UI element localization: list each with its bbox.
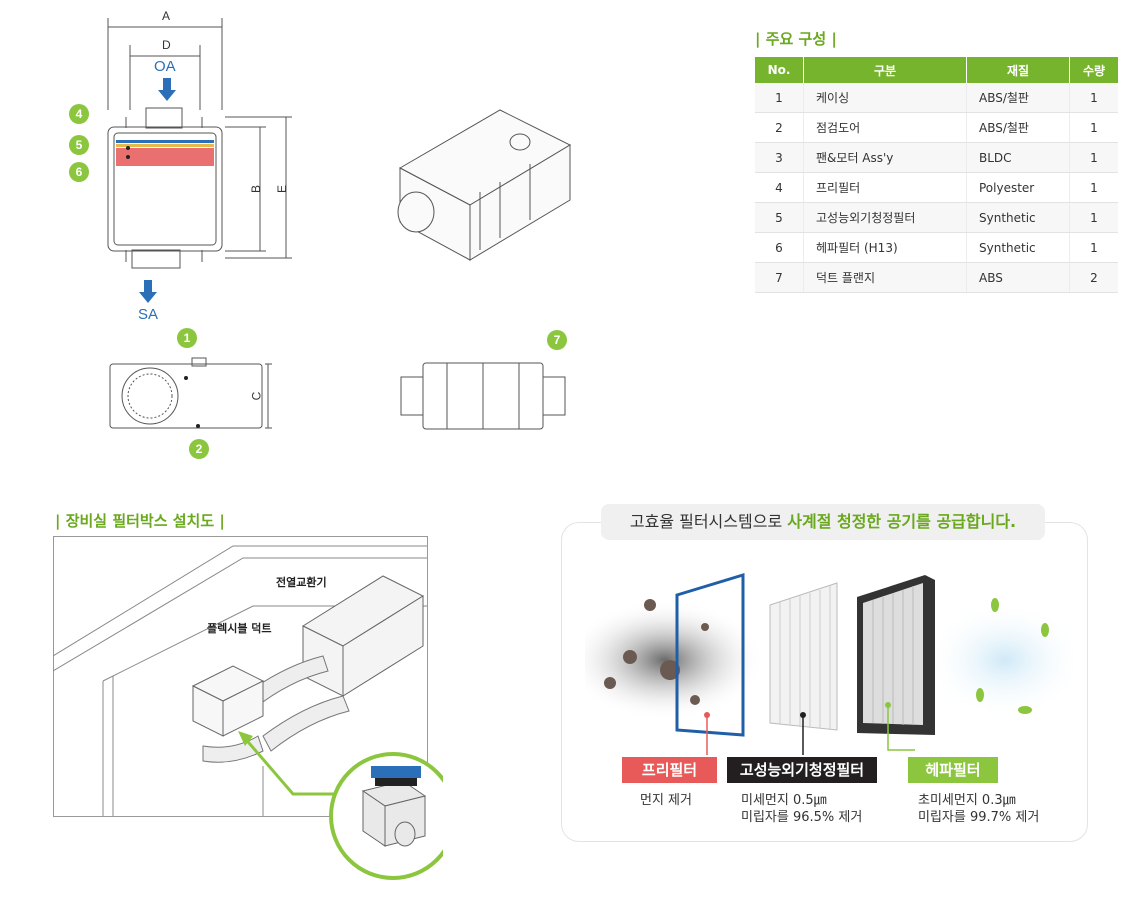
- filter-illustration: [585, 572, 1075, 755]
- cell-name: 헤파필터 (H13): [803, 232, 967, 263]
- cell-material: ABS/철판: [966, 112, 1070, 143]
- cell-qty: 1: [1069, 172, 1118, 203]
- cell-material: ABS: [966, 262, 1070, 293]
- hepa-filter-desc: 초미세먼지 0.3㎛ 미립자를 99.7% 제거: [918, 792, 1039, 826]
- cell-qty: 1: [1069, 142, 1118, 173]
- cell-qty: 1: [1069, 83, 1118, 113]
- cell-name: 고성능외기청정필터: [803, 202, 967, 233]
- cell-material: Synthetic: [966, 202, 1070, 233]
- callout-4: 4: [69, 104, 89, 124]
- install-section-title: | 장비실 필터박스 설치도 |: [55, 512, 225, 530]
- flexible-duct-label: 플렉시블 덕트: [207, 622, 272, 635]
- prefilter-desc-line1: 먼지 제거: [640, 793, 692, 808]
- front-view-drawing: [107, 18, 292, 303]
- header-material: 재질: [966, 57, 1070, 83]
- installation-diagram: [53, 536, 443, 880]
- callout-1: 1: [177, 328, 197, 348]
- cell-name: 덕트 플랜지: [803, 262, 967, 293]
- header-category: 구분: [803, 57, 967, 83]
- dimension-e-label: E: [275, 184, 290, 194]
- side-view-drawing: [400, 362, 566, 430]
- cell-no: 3: [755, 142, 804, 173]
- cell-no: 1: [755, 83, 804, 113]
- cell-material: BLDC: [966, 142, 1070, 173]
- dimension-c-label: C: [249, 391, 264, 401]
- cell-no: 6: [755, 232, 804, 263]
- erv-label: 전열교환기: [276, 576, 327, 589]
- callout-6: 6: [69, 162, 89, 182]
- cell-no: 4: [755, 172, 804, 203]
- outlet-sa-label: SA: [138, 306, 159, 323]
- callout-7: 7: [547, 330, 567, 350]
- dimension-d-label: D: [162, 38, 171, 52]
- callout-2: 2: [189, 439, 209, 459]
- header-no: No.: [755, 57, 804, 83]
- cell-no: 7: [755, 262, 804, 293]
- medium-filter-desc-line2: 미립자를 96.5% 제거: [741, 810, 863, 825]
- cell-name: 프리필터: [803, 172, 967, 203]
- cell-name: 점검도어: [803, 112, 967, 143]
- table-header-row: No. 구분 재질 수량: [755, 57, 1118, 83]
- prefilter-label: 프리필터: [622, 757, 717, 783]
- dimension-b-label: B: [249, 184, 264, 194]
- dimension-a-label: A: [162, 9, 171, 23]
- cell-material: ABS/철판: [966, 83, 1070, 113]
- cell-qty: 1: [1069, 202, 1118, 233]
- cell-material: Synthetic: [966, 232, 1070, 263]
- headline-highlight-text: 사계절 청정한 공기를 공급합니다.: [787, 512, 1017, 531]
- hepa-filter-desc-line1: 초미세먼지 0.3㎛: [918, 793, 1016, 808]
- header-quantity: 수량: [1069, 57, 1118, 83]
- top-view-drawing: [109, 357, 272, 429]
- hepa-filter-label: 헤파필터: [908, 757, 998, 783]
- cell-no: 5: [755, 202, 804, 233]
- cell-name: 팬&모터 Ass'y: [803, 142, 967, 173]
- cell-name: 케이싱: [803, 83, 967, 113]
- hepa-filter-desc-line2: 미립자를 99.7% 제거: [918, 810, 1040, 825]
- cell-qty: 1: [1069, 232, 1118, 263]
- cell-qty: 2: [1069, 262, 1118, 293]
- isometric-view-drawing: [397, 109, 572, 261]
- callout-5: 5: [69, 135, 89, 155]
- headline-plain-text: 고효율 필터시스템으로: [629, 512, 788, 531]
- cell-no: 2: [755, 112, 804, 143]
- cell-qty: 1: [1069, 112, 1118, 143]
- medium-filter-label: 고성능외기청정필터: [727, 757, 877, 783]
- prefilter-desc: 먼지 제거: [640, 792, 692, 809]
- components-section-title: | 주요 구성 |: [755, 30, 837, 48]
- filter-headline: 고효율 필터시스템으로 사계절 청정한 공기를 공급합니다.: [601, 504, 1045, 540]
- inlet-oa-label: OA: [154, 58, 176, 75]
- cell-material: Polyester: [966, 172, 1070, 203]
- medium-filter-desc: 미세먼지 0.5㎛ 미립자를 96.5% 제거: [741, 792, 862, 826]
- medium-filter-desc-line1: 미세먼지 0.5㎛: [741, 793, 827, 808]
